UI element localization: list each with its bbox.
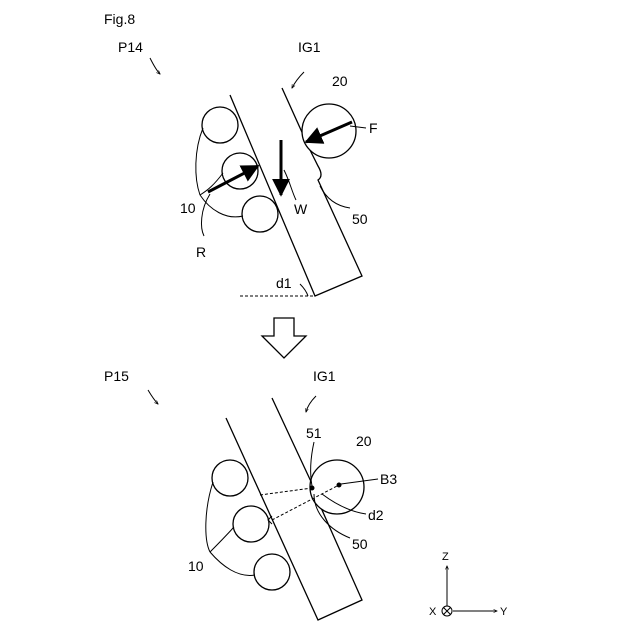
top-label-10: 10 <box>180 200 196 216</box>
bottom-point-51 <box>310 486 315 491</box>
top-d1-arc <box>300 284 308 296</box>
top-process-pointer <box>150 58 160 74</box>
top-panel: P14 IG1 10 F R W 20 50 d1 <box>118 39 378 296</box>
bottom-label-b3: B3 <box>380 471 397 487</box>
top-roller-10-c <box>242 196 278 232</box>
top-leader-w <box>284 170 296 200</box>
bottom-roller-20 <box>310 460 364 514</box>
top-label-w: W <box>294 201 308 217</box>
top-roller-10-a <box>202 107 238 143</box>
top-leader-50 <box>320 186 350 208</box>
top-leader-10-a <box>196 128 203 195</box>
bottom-roller-10-b <box>233 506 269 542</box>
bottom-process-pointer <box>148 390 158 404</box>
axis-indicator: Z Y X <box>429 551 508 618</box>
top-label-f: F <box>369 120 378 136</box>
top-label-50: 50 <box>352 211 368 227</box>
bottom-label-51: 51 <box>306 425 322 441</box>
bottom-leader-10-b <box>210 527 234 552</box>
transition-arrow <box>262 318 306 358</box>
bottom-roller-10-c <box>254 554 290 590</box>
top-label-20: 20 <box>332 73 348 89</box>
top-label-d1: d1 <box>276 275 292 291</box>
top-label-r: R <box>196 244 206 260</box>
bottom-label-10: 10 <box>188 558 204 574</box>
y-axis-label: Y <box>500 606 508 618</box>
bottom-ig-pointer <box>306 396 316 412</box>
bottom-roller-10-a <box>212 460 248 496</box>
bottom-panel: P15 IG1 10 51 20 B3 d2 50 <box>104 368 397 620</box>
bottom-point-b3 <box>337 483 342 488</box>
bottom-ig-label: IG1 <box>313 368 336 384</box>
x-axis-label: X <box>429 606 437 618</box>
bottom-dash-upper <box>260 488 312 495</box>
bottom-leader-10-a <box>206 482 213 552</box>
z-axis-label: Z <box>442 551 449 563</box>
top-process-label: P14 <box>118 39 143 55</box>
bottom-process-label: P15 <box>104 368 129 384</box>
bottom-label-20: 20 <box>356 433 372 449</box>
figure-title: Fig.8 <box>104 11 135 27</box>
top-leader-10-c <box>200 195 243 217</box>
top-ig-pointer <box>292 72 304 88</box>
top-leader-r <box>202 194 210 236</box>
bottom-label-50: 50 <box>352 536 368 552</box>
top-ig-label: IG1 <box>298 39 321 55</box>
bottom-leader-10-c <box>210 552 255 575</box>
bottom-label-d2: d2 <box>368 507 384 523</box>
